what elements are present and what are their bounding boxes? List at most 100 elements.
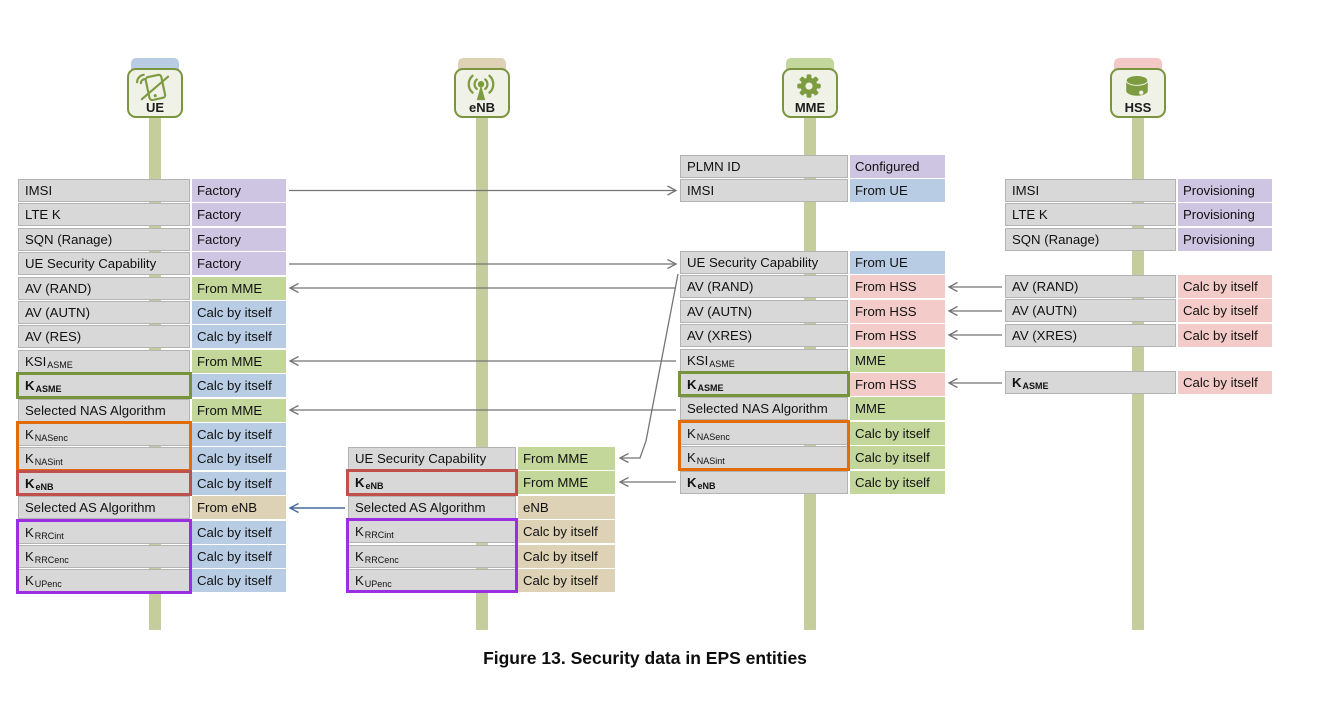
row-label-sub: UPenc <box>364 579 392 589</box>
value-cell: Calc by itself <box>192 447 286 471</box>
phone-icon <box>136 73 170 102</box>
row-label: AV (RAND) <box>1012 279 1079 294</box>
row-label-sub: RRCint <box>364 530 394 541</box>
row-value: From MME <box>523 475 589 491</box>
value-cell: MME <box>850 397 945 421</box>
value-cell: eNB <box>518 495 615 519</box>
label-cell: UE Security Capability <box>680 251 848 274</box>
row-label: AV (XRES) <box>687 328 752 344</box>
row-value: Calc by itself <box>197 475 272 491</box>
row-label: K <box>687 450 696 466</box>
hss-row: AV (AUTN) Calc by itself <box>1005 299 1272 323</box>
row-value: From eNB <box>197 500 258 516</box>
row-value: From MME <box>523 451 589 466</box>
value-cell: Factory <box>192 227 286 251</box>
ue-icon-box: UE <box>127 68 183 118</box>
row-label-sub: ASME <box>35 384 62 395</box>
mme-label: MME <box>794 100 826 115</box>
value-cell: From MME <box>518 471 615 495</box>
label-cell: AV (AUTN) <box>1005 299 1176 323</box>
row-label: UE Security Capability <box>25 256 157 272</box>
ue-row: SQN (Ranage) Factory <box>18 227 286 251</box>
value-cell: Calc by itself <box>1178 371 1272 394</box>
value-cell: Provisioning <box>1178 227 1272 251</box>
row-label: Selected NAS Algorithm <box>687 401 828 417</box>
row-label-sub: eNB <box>35 481 54 492</box>
hss-row: AV (XRES) Calc by itself <box>1005 323 1272 347</box>
row-value: From HSS <box>855 279 917 295</box>
hss-row: AV (RAND)Calc by itself <box>1005 275 1272 298</box>
row-value: Calc by itself <box>1183 327 1258 343</box>
row-value: From MME <box>197 402 263 418</box>
row-label: K <box>355 475 365 491</box>
label-cell: Selected NAS Algorithm <box>680 397 848 421</box>
row-value: Calc by itself <box>855 450 930 466</box>
row-label: SQN (Ranage) <box>25 231 113 247</box>
value-cell: From MME <box>192 276 286 300</box>
row-value: Configured <box>855 159 920 174</box>
ue-row: Selected AS Algorithm From eNB <box>18 496 286 520</box>
row-label-sub: RRCint <box>34 530 64 541</box>
row-value: From HSS <box>855 303 917 319</box>
row-value: Calc by itself <box>855 474 930 490</box>
data-flow-arrow <box>618 273 679 464</box>
row-value: Calc by itself <box>197 305 272 320</box>
value-cell: Provisioning <box>1178 179 1272 202</box>
row-label-sub: RRCenc <box>364 554 399 565</box>
row-label: Selected AS Algorithm <box>25 500 156 516</box>
row-label: K <box>25 549 34 564</box>
row-value: MME <box>855 401 886 417</box>
mme-row: Selected NAS Algorithm MME <box>680 397 945 421</box>
row-label: Selected NAS Algorithm <box>25 402 166 418</box>
hss-label: HSS <box>1124 100 1152 115</box>
row-value: Calc by itself <box>523 573 598 588</box>
row-value: From HSS <box>855 377 917 392</box>
row-label: K <box>355 573 364 588</box>
value-cell: Calc by itself <box>192 423 286 446</box>
mme-icon-box: MME <box>782 68 838 118</box>
value-cell: From UE <box>850 251 945 274</box>
row-label-sub: eNB <box>365 481 384 492</box>
value-cell: MME <box>850 348 945 372</box>
label-cell: SQN (Ranage) <box>1005 227 1176 251</box>
value-cell: Provisioning <box>1178 203 1272 227</box>
mme-row: AV (XRES) From HSS <box>680 324 945 348</box>
label-cell: Selected AS Algorithm <box>348 495 516 519</box>
row-value: Calc by itself <box>855 425 930 441</box>
label-cell: AV (XRES) <box>1005 323 1176 347</box>
label-cell: AV (RAND) <box>1005 275 1176 298</box>
row-value: MME <box>855 352 886 368</box>
row-label: AV (AUTN) <box>687 303 752 319</box>
row-value: Calc by itself <box>197 329 272 345</box>
value-cell: From HSS <box>850 324 945 348</box>
label-cell: IMSI <box>680 179 848 203</box>
row-label: K <box>25 475 35 491</box>
row-value: Calc by itself <box>197 573 272 589</box>
figure-caption: Figure 13. Security data in EPS entities <box>483 648 807 668</box>
row-value: Calc by itself <box>1183 303 1258 319</box>
value-cell: From HSS <box>850 275 945 299</box>
row-value: Calc by itself <box>197 524 272 540</box>
